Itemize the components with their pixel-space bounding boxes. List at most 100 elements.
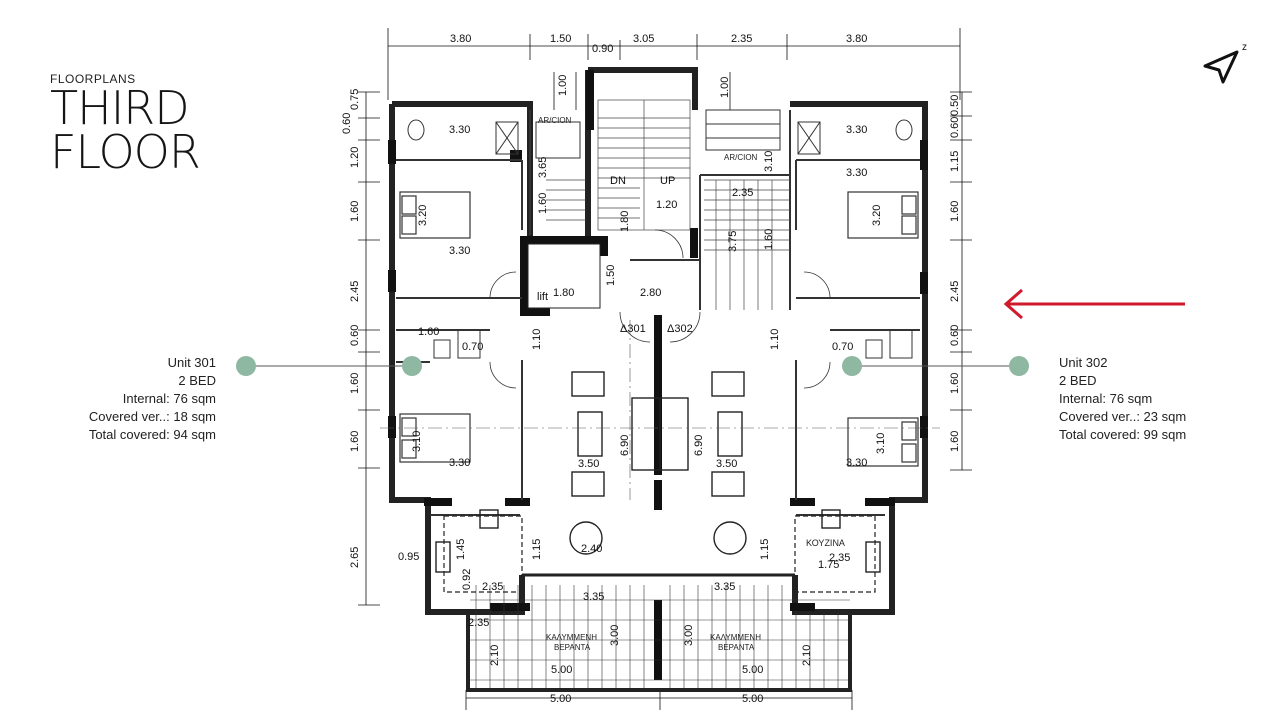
left-dimension-labels: 0.75 0.60 1.20 1.60 2.45 0.60 1.60 1.60 … xyxy=(341,89,361,568)
room-dim-9: 3.10 xyxy=(411,431,423,452)
room-dim-36: 5.00 xyxy=(742,664,763,676)
right-dimension-labels: 0.50 0.60 1.15 1.60 2.45 0.60 1.60 1.60 xyxy=(949,95,961,452)
room-dim-41: 1.80 xyxy=(619,211,631,232)
room-dim-46: 1.60 xyxy=(763,229,775,250)
kitchen-label: ΚΟΥΖΙΝΑ xyxy=(806,538,845,548)
veranda-right-label-2: ΒΕΡΑΝΤΑ xyxy=(718,643,755,652)
room-dim-17: 3.50 xyxy=(578,458,599,470)
lift-label: lift xyxy=(537,291,548,303)
room-dim-25: 2.40 xyxy=(581,543,602,555)
aircon-label-right: AR/CION xyxy=(724,153,758,162)
room-dim-18: 3.50 xyxy=(716,458,737,470)
left-dim-9: 2.65 xyxy=(349,547,361,568)
veranda-hatch xyxy=(470,585,850,688)
right-dim-3: 1.15 xyxy=(949,151,961,172)
stair-down-label: DN xyxy=(610,175,626,187)
title-block: FLOORPLANS THIRD FLOOR xyxy=(50,72,201,179)
room-dim-8: 3.20 xyxy=(871,205,883,226)
room-dim-13: 0.70 xyxy=(832,341,853,353)
room-dim-44: 2.35 xyxy=(732,187,753,199)
title-line-2: FLOOR xyxy=(50,125,201,179)
top-dimension-lines xyxy=(387,28,961,110)
left-dim-1: 0.75 xyxy=(349,89,361,110)
lift-shaft xyxy=(527,243,601,309)
unit-connectors xyxy=(236,356,1029,376)
stair-up-label: UP xyxy=(660,175,675,187)
bed-icons xyxy=(399,191,919,467)
room-dim-30: 3.35 xyxy=(714,581,735,593)
room-dim-2: 3.30 xyxy=(846,124,867,136)
right-dim-2: 0.60 xyxy=(949,117,961,138)
unit-301-internal: Internal: 76 sqm xyxy=(122,391,216,406)
top-dim-1: 3.80 xyxy=(450,33,471,45)
unit-302-covered: Covered ver..: 23 sqm xyxy=(1059,409,1187,424)
room-dim-49: 1.00 xyxy=(719,77,731,98)
room-dim-31: 3.00 xyxy=(609,625,621,646)
dashed-lines xyxy=(443,515,876,593)
unit-301-marker-outer[interactable] xyxy=(236,356,256,376)
room-dim-40: 1.20 xyxy=(656,199,677,211)
room-dim-24: 1.15 xyxy=(759,539,771,560)
room-dim-16: 2.80 xyxy=(640,287,661,299)
centerlines xyxy=(380,320,940,500)
highlight-arrow-icon xyxy=(1003,288,1185,320)
room-dim-12: 0.70 xyxy=(462,341,483,353)
right-dim-5: 2.45 xyxy=(949,281,961,302)
room-dim-10: 3.10 xyxy=(875,433,887,454)
living-furniture xyxy=(435,371,881,573)
north-arrow-icon: z xyxy=(1203,42,1247,84)
left-dim-4: 1.60 xyxy=(349,201,361,222)
room-dim-7: 3.20 xyxy=(417,205,429,226)
room-dim-43: 1.60 xyxy=(537,193,549,214)
room-dim-33: 2.10 xyxy=(489,645,501,666)
room-dim-26: 2.35 xyxy=(482,581,503,593)
top-dim-4: 3.05 xyxy=(633,33,654,45)
unit-301-name: Unit 301 xyxy=(167,355,216,370)
left-dim-8: 1.60 xyxy=(349,431,361,452)
top-dimension-labels: 3.80 1.50 0.90 3.05 2.35 3.80 xyxy=(450,33,867,55)
room-dim-27: 2.35 xyxy=(829,552,850,564)
room-dim-35: 5.00 xyxy=(551,664,572,676)
room-dim-23: 1.15 xyxy=(531,539,543,560)
room-dim-3: 3.30 xyxy=(846,167,867,179)
room-dim-42: 3.65 xyxy=(537,157,549,178)
top-dim-3: 0.90 xyxy=(592,43,613,55)
aircon-label-left: AR/CION xyxy=(538,116,572,125)
room-dim-32: 3.00 xyxy=(683,625,695,646)
unit-301-covered: Covered ver..: 18 sqm xyxy=(88,409,216,424)
bottom-dim-2: 5.00 xyxy=(742,693,763,705)
unit-tag-301: Δ301 xyxy=(620,323,646,335)
room-dim-4: 3.30 xyxy=(449,245,470,257)
left-dim-3: 1.20 xyxy=(349,147,361,168)
unit-302-internal: Internal: 76 sqm xyxy=(1059,391,1153,406)
door-swings xyxy=(489,229,831,389)
room-dim-28: 2.35 xyxy=(468,617,489,629)
unit-301-info: Unit 301 2 BED Internal: 76 sqm Covered … xyxy=(40,354,216,444)
room-dim-19: 6.90 xyxy=(619,435,631,456)
left-dim-6: 0.60 xyxy=(349,325,361,346)
room-dim-20: 6.90 xyxy=(693,435,705,456)
right-dim-6: 0.60 xyxy=(949,325,961,346)
room-dim-1: 3.30 xyxy=(449,124,470,136)
room-dim-21: 1.10 xyxy=(531,329,543,350)
right-dim-1: 0.50 xyxy=(949,95,961,116)
room-dim-14: 1.80 xyxy=(553,287,574,299)
title-line-1: THIRD xyxy=(50,81,190,135)
floorplans-subtitle: FLOORPLANS xyxy=(50,72,136,86)
unit-tag-302: Δ302 xyxy=(667,323,693,335)
unit-302-marker-outer[interactable] xyxy=(1009,356,1029,376)
svg-text:z: z xyxy=(1242,42,1247,53)
room-dim-6: 3.30 xyxy=(846,457,867,469)
room-dim-38: 1.45 xyxy=(455,539,467,560)
veranda-left-label-1: ΚΑΛΥΜΜΕΝΗ xyxy=(546,633,597,642)
unit-301-marker-inner[interactable] xyxy=(402,356,422,376)
unit-302-marker-inner[interactable] xyxy=(842,356,862,376)
room-dim-11: 1.60 xyxy=(418,326,439,338)
room-dim-29: 3.35 xyxy=(583,591,604,603)
room-dim-37: 0.95 xyxy=(398,551,419,563)
room-labels: AR/CION AR/CION DN UP lift Δ301 Δ302 ΚΑΛ… xyxy=(537,116,845,652)
left-dim-7: 1.60 xyxy=(349,373,361,394)
side-dimension-lines xyxy=(358,91,972,606)
room-dim-39: 1.75 xyxy=(818,559,839,571)
